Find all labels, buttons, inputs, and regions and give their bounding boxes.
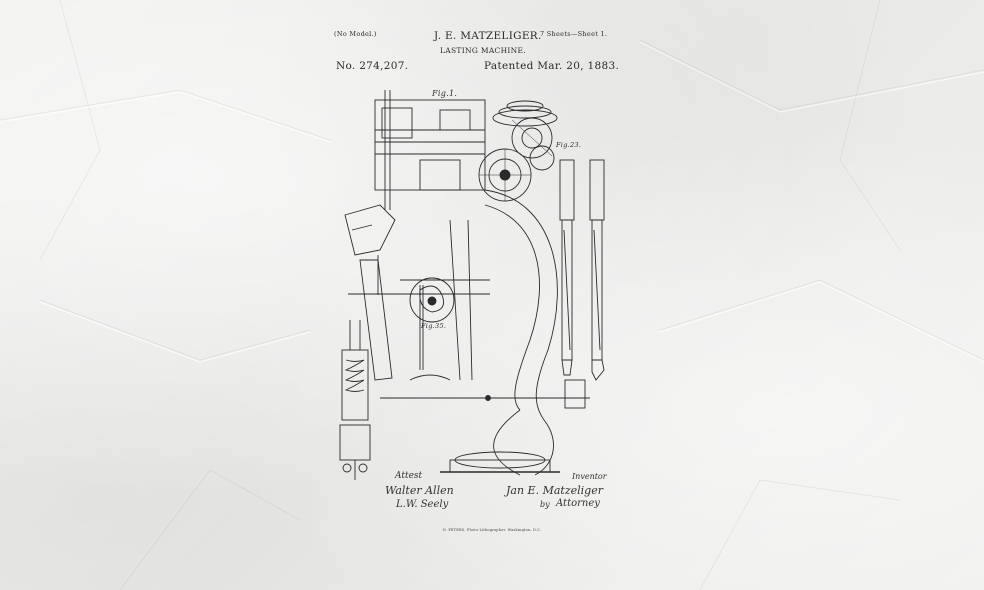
patent-date: Patented Mar. 20, 1883. bbox=[484, 60, 620, 72]
no-model-note: (No Model.) bbox=[334, 30, 377, 38]
inventor-heading: J. E. MATZELIGER. bbox=[434, 30, 542, 42]
patent-number: No. 274,207. bbox=[336, 60, 409, 72]
attest-label: Attest bbox=[395, 471, 423, 481]
patent-title: LASTING MACHINE. bbox=[440, 46, 526, 55]
attorney-signature: Attorney bbox=[556, 498, 600, 509]
witness-signature-2: L.W. Seely bbox=[396, 499, 449, 510]
sheets-note: 7 Sheets—Sheet 1. bbox=[540, 30, 608, 38]
inventor-signature: Jan E. Matzeliger bbox=[506, 484, 603, 497]
witness-signature-1: Walter Allen bbox=[385, 484, 454, 497]
figure-35-label: Fig.35. bbox=[421, 322, 447, 330]
figure-23-label: Fig.23. bbox=[556, 141, 582, 149]
figure-1-label: Fig.1. bbox=[432, 89, 458, 98]
lithographer-footer: N. PETERS, Photo-Lithographer, Washingto… bbox=[442, 528, 542, 532]
by-label: by bbox=[540, 500, 550, 509]
lasting-machine-drawing bbox=[339, 90, 605, 480]
inventor-label: Inventor bbox=[572, 472, 607, 481]
